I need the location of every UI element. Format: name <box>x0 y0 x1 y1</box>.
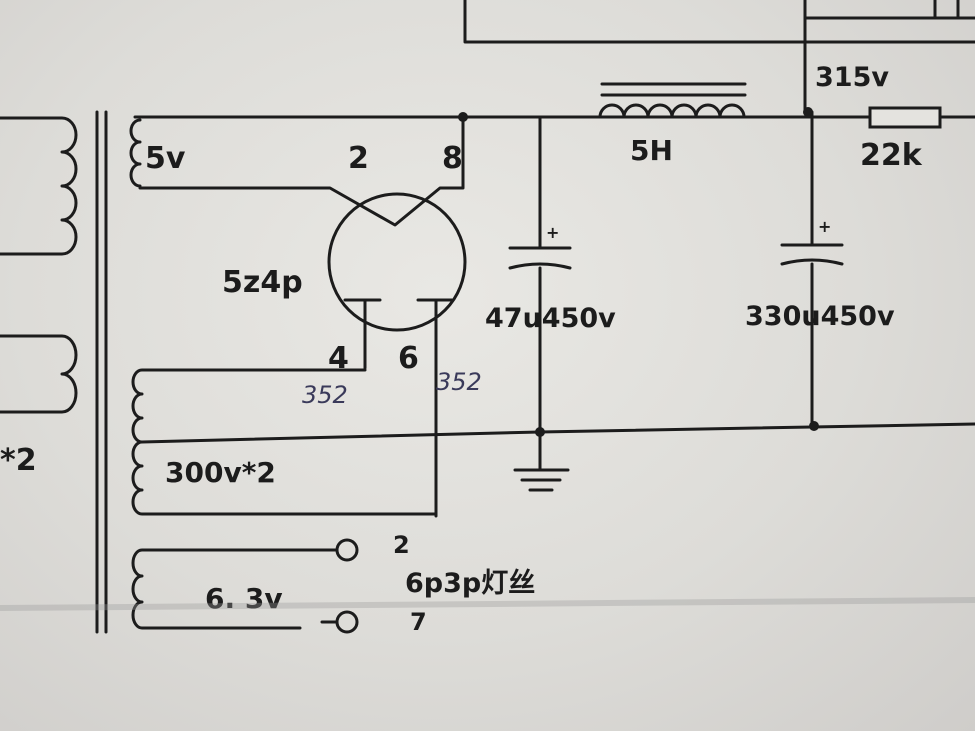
pin-4-voltage-note: 352 <box>302 381 348 409</box>
capacitor-1-icon: + <box>508 115 572 434</box>
5v-label: 5v <box>145 141 186 176</box>
paper-fold-line <box>0 597 975 611</box>
resistor-icon <box>868 106 942 129</box>
ground-icon <box>513 430 570 492</box>
choke-label: 5H <box>630 134 673 167</box>
resistor-label: 22k <box>860 138 923 173</box>
transformer-core <box>95 110 108 634</box>
heater-pin-a-label: 2 <box>393 531 410 559</box>
heater-winding-label: 6. 3v <box>205 582 283 615</box>
cap2-label: 330u450v <box>745 301 895 332</box>
rectifier-tube-icon <box>327 192 467 518</box>
pin-8-label: 8 <box>442 141 463 176</box>
pin-4-label: 4 <box>328 341 349 376</box>
heater-winding-icon <box>131 548 339 630</box>
heater-pin-b-label: 7 <box>410 608 427 636</box>
heater-terminal-b <box>335 610 359 634</box>
pin-6-voltage-note: 352 <box>436 368 482 396</box>
b-plus-voltage-label: 315v <box>815 62 889 93</box>
pin-2-label: 2 <box>348 141 369 176</box>
primary-winding-icon <box>0 116 78 414</box>
pin-6-label: 6 <box>398 341 419 376</box>
svg-text:+: + <box>818 217 831 236</box>
choke-icon <box>598 82 747 119</box>
cap1-label: 47u450v <box>485 303 616 334</box>
top-wiring <box>463 0 975 114</box>
heater-label: 6p3p灯丝 <box>405 568 535 599</box>
hv-winding-label: 300v*2 <box>165 456 276 489</box>
filament-wire <box>138 115 465 227</box>
ground-rail <box>140 422 975 444</box>
svg-text:+: + <box>546 223 559 242</box>
primary-ratio-label: *2 <box>0 443 37 478</box>
capacitor-2-icon: + <box>780 110 844 428</box>
tube-type-label: 5z4p <box>222 265 303 300</box>
5v-winding-icon <box>129 118 142 188</box>
heater-terminal-a <box>335 538 359 562</box>
